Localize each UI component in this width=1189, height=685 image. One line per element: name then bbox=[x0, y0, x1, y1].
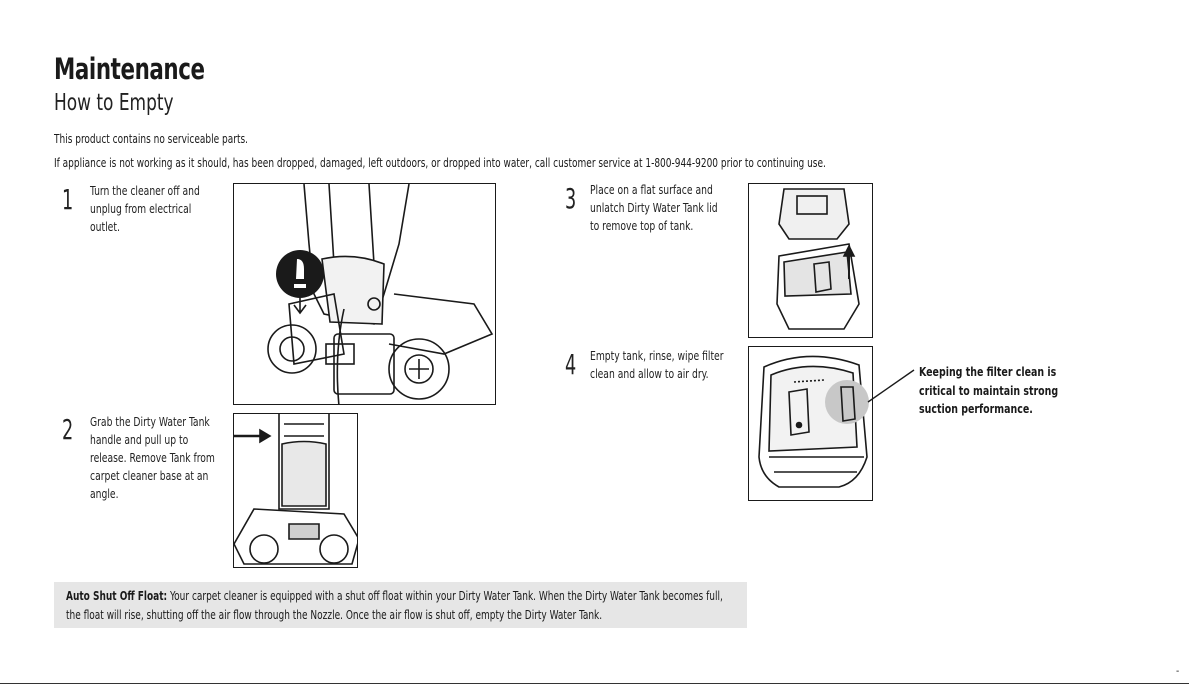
note-label: Auto Shut Off Float: bbox=[66, 588, 168, 603]
filter-callout: Keeping the filter clean is critical to … bbox=[919, 363, 1058, 419]
clean-filter-illustration bbox=[748, 346, 873, 501]
note-body: Your carpet cleaner is equipped with a s… bbox=[66, 588, 723, 622]
callout-line: suction performance. bbox=[919, 401, 1033, 416]
page-title: Maintenance bbox=[54, 52, 205, 86]
page-subtitle: How to Empty bbox=[54, 90, 174, 116]
remove-tank-illustration bbox=[233, 413, 358, 568]
callout-leader-line bbox=[867, 369, 915, 403]
step-number: 3 bbox=[565, 182, 577, 215]
unplug-illustration bbox=[233, 183, 496, 405]
intro-line: If appliance is not working as it should… bbox=[54, 155, 826, 170]
step-text: Turn the cleaner off and unplug from ele… bbox=[90, 183, 200, 234]
callout-line: critical to maintain strong bbox=[919, 382, 1059, 398]
bottom-rule bbox=[0, 683, 1189, 684]
step-text: Place on a flat surface and unlatch Dirt… bbox=[590, 182, 718, 233]
step-number: 4 bbox=[565, 348, 577, 381]
step-number: 1 bbox=[62, 183, 74, 216]
intro-line: This product contains no serviceable par… bbox=[54, 131, 249, 146]
step-text: Grab the Dirty Water Tank handle and pul… bbox=[90, 414, 215, 501]
unlatch-lid-illustration bbox=[748, 183, 873, 338]
auto-shutoff-note: Auto Shut Off Float: Your carpet cleaner… bbox=[54, 582, 747, 628]
step-text: Empty tank, rinse, wipe filter clean and… bbox=[590, 348, 724, 381]
page-mark: - bbox=[1176, 666, 1180, 677]
step-number: 2 bbox=[62, 413, 74, 446]
note-text: Auto Shut Off Float: Your carpet cleaner… bbox=[66, 587, 730, 624]
callout-line: Keeping the filter clean is bbox=[919, 364, 1057, 379]
